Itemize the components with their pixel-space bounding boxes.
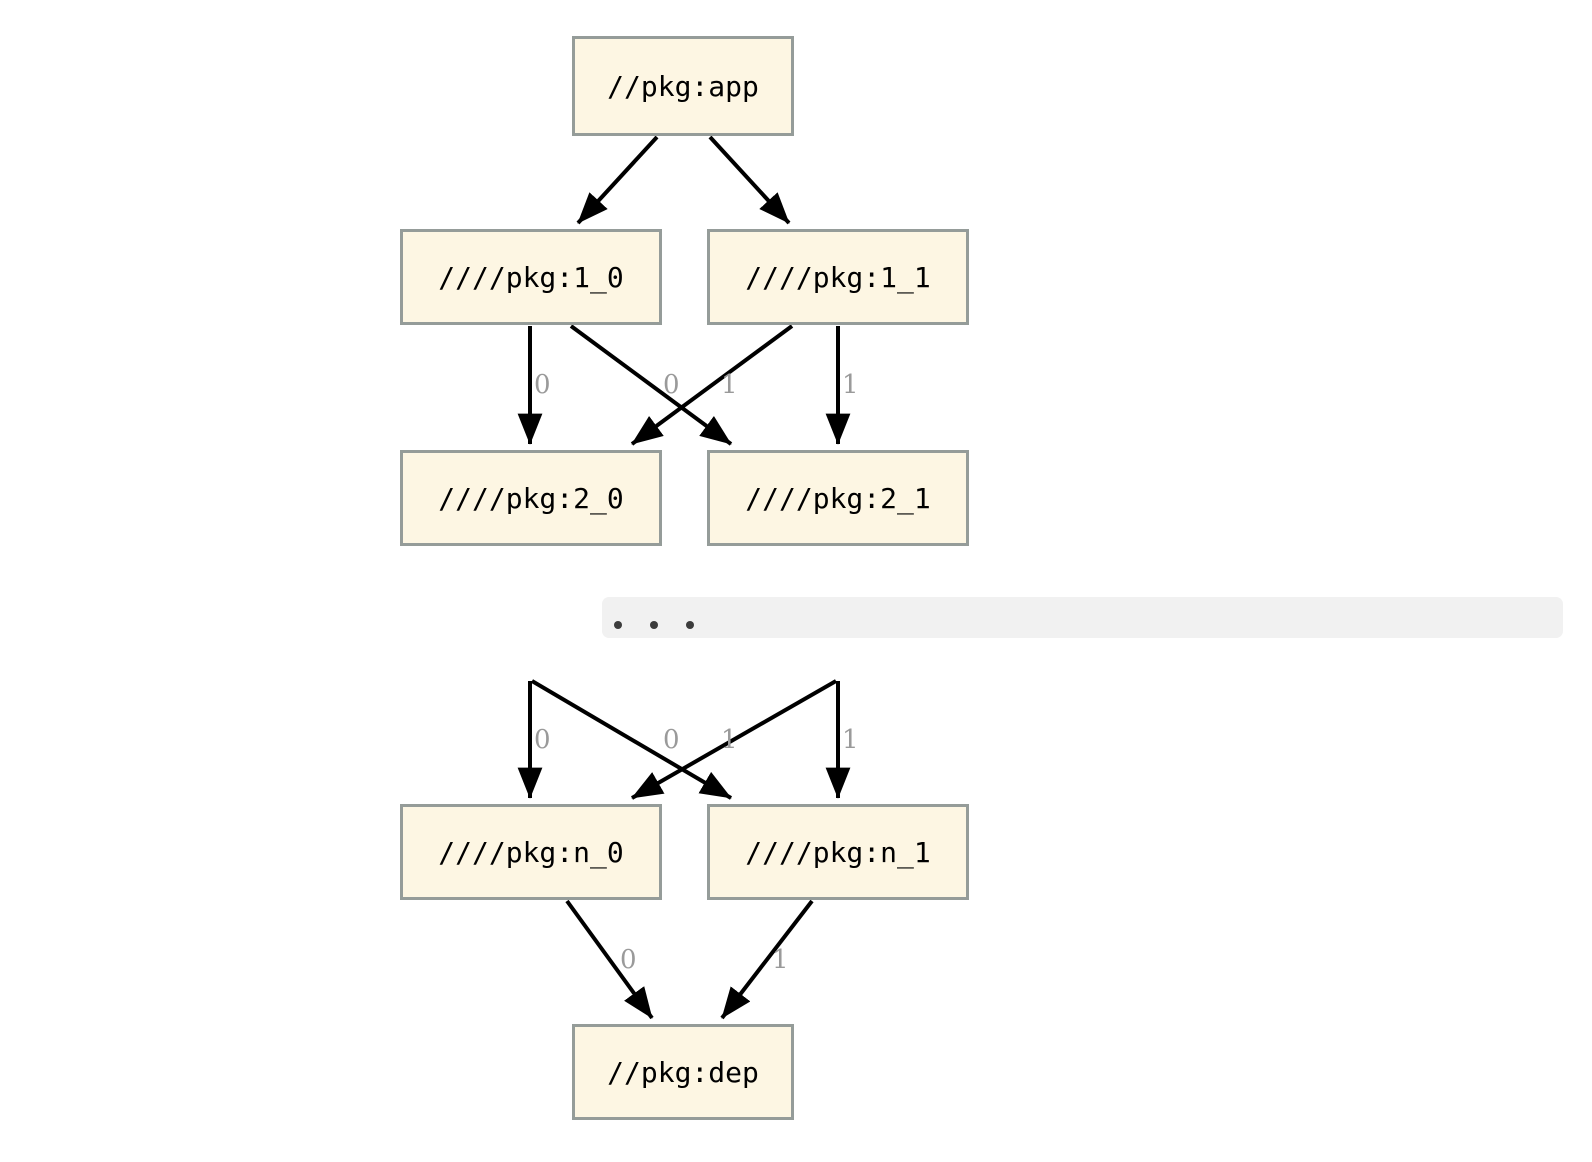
graph-node-n1_0[interactable]: ////pkg:1_0 <box>400 229 662 325</box>
graph-edge-n1_0-to-n2_1-0 <box>569 324 733 446</box>
edge-label-elided-nn_1: 0 <box>663 725 680 755</box>
ellipsis-dot-1 <box>614 621 622 629</box>
edge-lines <box>517 135 851 1020</box>
edge-label-n1_0-n2_0: 0 <box>534 370 551 400</box>
graph-edge-app-to-n1_0 <box>576 135 659 225</box>
edge-label-n1_1-n2_1: 1 <box>842 370 859 400</box>
graph-node-dep[interactable]: //pkg:dep <box>572 1024 794 1120</box>
ellipsis-dot-2 <box>650 621 658 629</box>
graph-edge-elided-to-nn_0-1 <box>631 679 837 800</box>
graph-node-nn_0[interactable]: ////pkg:n_0 <box>400 804 662 900</box>
graph-edge-nn_0-to-dep-0 <box>565 899 654 1020</box>
edge-label-n1_0-n2_1: 0 <box>663 370 680 400</box>
edge-label-nn_0-dep: 0 <box>620 945 637 975</box>
edge-label-nn_1-dep: 1 <box>772 945 789 975</box>
graph-node-n1_1[interactable]: ////pkg:1_1 <box>707 229 969 325</box>
graph-edge-nn_1-to-dep-1 <box>720 899 814 1020</box>
edge-label-elided-nn_0: 0 <box>534 725 551 755</box>
graph-edge-elided-to-nn_1-0 <box>530 679 733 800</box>
graph-node-nn_1[interactable]: ////pkg:n_1 <box>707 804 969 900</box>
graph-node-app[interactable]: //pkg:app <box>572 36 794 136</box>
edge-label-elided-nn_0: 1 <box>721 725 738 755</box>
ellipsis-dot-3 <box>686 621 694 629</box>
graph-edge-app-to-n1_1 <box>708 135 791 225</box>
graph-edge-n1_1-to-n2_0-1 <box>630 324 794 446</box>
edge-label-n1_1-n2_0: 1 <box>721 370 738 400</box>
graph-node-n2_1[interactable]: ////pkg:2_1 <box>707 450 969 546</box>
elided-nodes-ellipsis <box>602 597 1563 638</box>
edge-label-elided-nn_1: 1 <box>842 725 859 755</box>
graph-node-n2_0[interactable]: ////pkg:2_0 <box>400 450 662 546</box>
